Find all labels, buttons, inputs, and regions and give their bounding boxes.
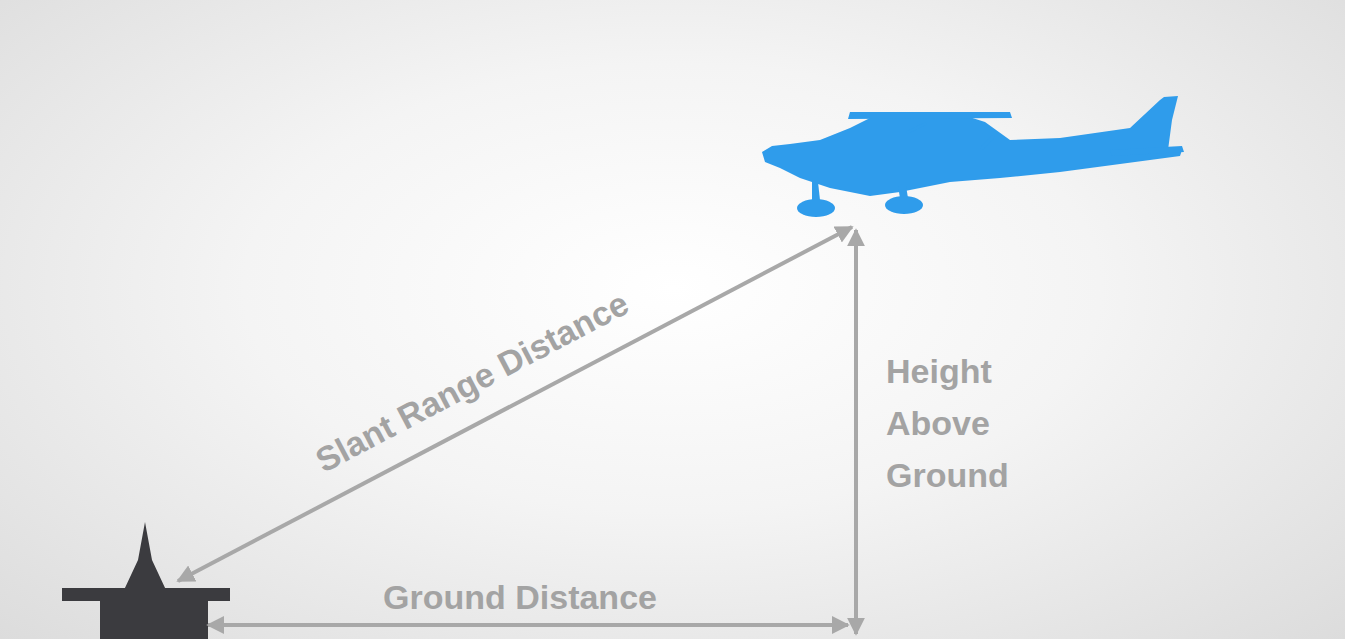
distance-label: Ground Distance (383, 577, 657, 618)
ground-station (62, 522, 230, 639)
dimension-arrows (178, 227, 856, 634)
distance-label: Height Above Ground (886, 345, 1036, 501)
airplane (762, 96, 1184, 217)
distance-label: Slant Range Distance (309, 283, 636, 481)
